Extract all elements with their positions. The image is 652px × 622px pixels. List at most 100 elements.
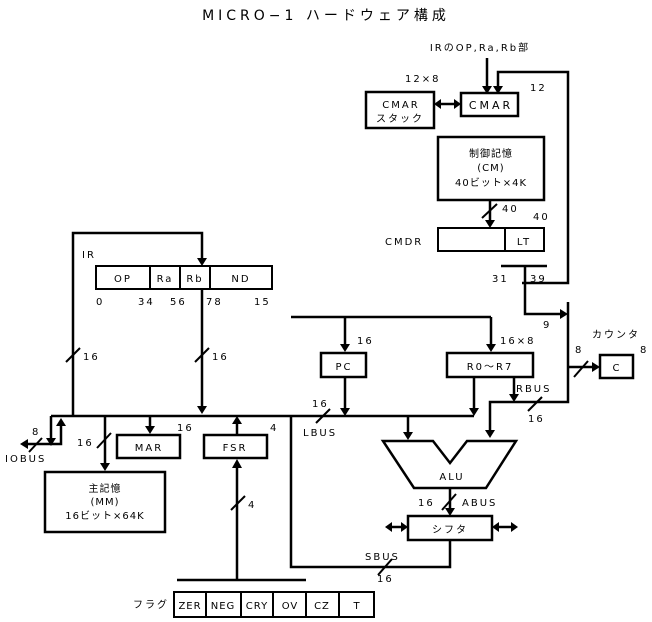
cmdr-branch-width: 9 (543, 320, 551, 331)
counter-out-width: 8 (640, 345, 648, 356)
cmar-width: 12 (530, 83, 547, 94)
cmar-stack-size: 12×8 (405, 74, 440, 85)
lbus-width: 16 (312, 399, 329, 410)
ir-bit-34: 34 (138, 297, 155, 308)
iobus-slash (28, 437, 43, 453)
alu: ALU (380, 439, 519, 490)
ir-field-op: OP (114, 274, 132, 285)
sbus-label: SBUS (365, 552, 400, 563)
lbus-label: LBUS (303, 428, 337, 439)
ir-field-rb: Rb (186, 274, 203, 285)
flag-t: T (352, 601, 360, 612)
registers-box: R0～R7 (445, 351, 535, 379)
ir-mid-slash (194, 347, 210, 363)
cmdr-label: CMDR (385, 237, 423, 248)
mm-label-2: (MM) (90, 497, 119, 508)
cmar-label: CMAR (469, 99, 513, 112)
cmdr-branch-line (523, 266, 568, 319)
ir-bit-56: 56 (170, 297, 187, 308)
abus-width: 16 (418, 498, 435, 509)
iobus-label: IOBUS (5, 454, 46, 465)
abus-label: ABUS (462, 498, 497, 509)
flags-register: ZER NEG CRY OV CZ T (173, 591, 375, 618)
pc-in-width: 16 (357, 336, 374, 347)
shifter-box: シフタ (406, 514, 494, 542)
flag-ov: OV (282, 601, 299, 612)
ir-source-label: IRのOP,Ra,Rb部 (430, 41, 530, 54)
mar-label: MAR (135, 443, 163, 454)
mm-slash (96, 432, 112, 449)
cmdr-width: 40 (533, 212, 550, 223)
ir-register: OP Ra Rb ND (95, 265, 273, 290)
fsr-label: FSR (223, 443, 248, 454)
pc-box: PC (319, 351, 368, 379)
cm-bus-width: 40 (502, 204, 519, 215)
shifter-left-arrows (385, 522, 408, 532)
ir-bit-15: 15 (254, 297, 271, 308)
fsr-slash (230, 495, 246, 511)
ir-bit-0: 0 (96, 297, 104, 308)
rbus-label: RBUS (516, 384, 551, 395)
cmar-input-lines (482, 58, 570, 285)
mm-width: 16 (77, 438, 94, 449)
iobus-line-b (51, 424, 63, 446)
shifter-label: シフタ (432, 524, 468, 536)
counter-box-label: C (613, 363, 622, 374)
diagram-title: MICRO−1 ハードウェア構成 (202, 8, 450, 24)
mm-label-1: 主記憶 (89, 482, 122, 495)
rbus-width: 16 (528, 414, 545, 425)
ir-left-bus-width: 16 (83, 352, 100, 363)
cmar-stack-box: CMAR スタック (364, 90, 436, 130)
cm-label-3: 40ビット×4K (455, 177, 527, 189)
cm-label-1: 制御記憶 (469, 147, 513, 160)
iobus-width: 8 (32, 427, 40, 438)
flag-neg: NEG (211, 601, 236, 612)
ir-left-slash (65, 347, 81, 363)
lbus-slash (315, 408, 331, 424)
control-memory-box: 制御記憶 (CM) 40ビット×4K (436, 135, 546, 202)
rbus-slash (527, 396, 543, 412)
abus-slash (441, 493, 457, 511)
flags-label: フラグ (133, 598, 169, 611)
alu-label: ALU (439, 472, 464, 483)
counter-link (568, 360, 600, 378)
fsr-width: 4 (270, 423, 278, 434)
mar-width: 16 (177, 423, 194, 434)
cmar-stack-label-2: スタック (376, 113, 424, 125)
cmar-stack-label-1: CMAR (382, 100, 419, 111)
ir-label: IR (82, 250, 96, 261)
counter-in-width: 8 (575, 345, 583, 356)
rbus-line (488, 302, 570, 434)
cm-to-cmdr (481, 200, 498, 228)
registers-size: 16×8 (500, 336, 535, 347)
stack-cmar-link (434, 99, 461, 109)
flag-cry: CRY (246, 601, 268, 612)
flag-cz: CZ (314, 601, 330, 612)
sbus-slash (377, 558, 393, 576)
ir-field-ra: Ra (157, 274, 174, 285)
ir-bit-78: 78 (206, 297, 223, 308)
cmdr-bit-low: 31 (492, 274, 509, 285)
counter-box: C (598, 353, 635, 380)
registers-label: R0～R7 (467, 362, 514, 373)
sbus-line (289, 416, 452, 569)
ir-input-line (71, 231, 204, 416)
fsr-box: FSR (202, 433, 269, 460)
shifter-right-arrows (492, 522, 518, 532)
pc-label: PC (335, 362, 352, 373)
cmdr-bit-high: 39 (530, 274, 547, 285)
cmdr-box: LT (437, 227, 545, 252)
flag-zer: ZER (178, 601, 201, 612)
fsr-in-width: 4 (248, 500, 256, 511)
ir-field-nd: ND (231, 274, 250, 285)
cm-label-2: (CM) (477, 163, 504, 174)
counter-label: カウンタ (592, 329, 640, 341)
main-memory-box: 主記憶 (MM) 16ビット×64K (43, 470, 167, 534)
ir-mid-bus-width: 16 (212, 352, 229, 363)
mar-box: MAR (115, 433, 182, 460)
cmar-box: CMAR (459, 91, 520, 118)
sbus-width: 16 (377, 574, 394, 585)
cmdr-lt-label: LT (517, 237, 531, 248)
mm-label-3: 16ビット×64K (65, 510, 144, 522)
